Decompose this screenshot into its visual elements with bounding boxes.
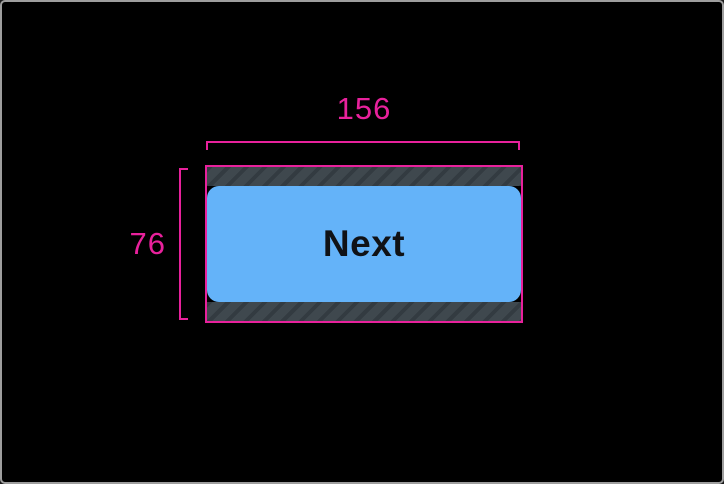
- width-measure-bracket: [206, 141, 520, 150]
- width-dimension-label: 156: [336, 91, 392, 126]
- touch-target-hatch-top: [207, 167, 521, 186]
- touch-target-hatch-bottom: [207, 302, 521, 321]
- touch-target-bounds: Next: [205, 165, 523, 323]
- next-button[interactable]: Next: [207, 186, 521, 302]
- height-dimension-label: 76: [129, 226, 166, 261]
- next-button-label: Next: [322, 223, 406, 264]
- height-measure-bracket: [179, 168, 188, 320]
